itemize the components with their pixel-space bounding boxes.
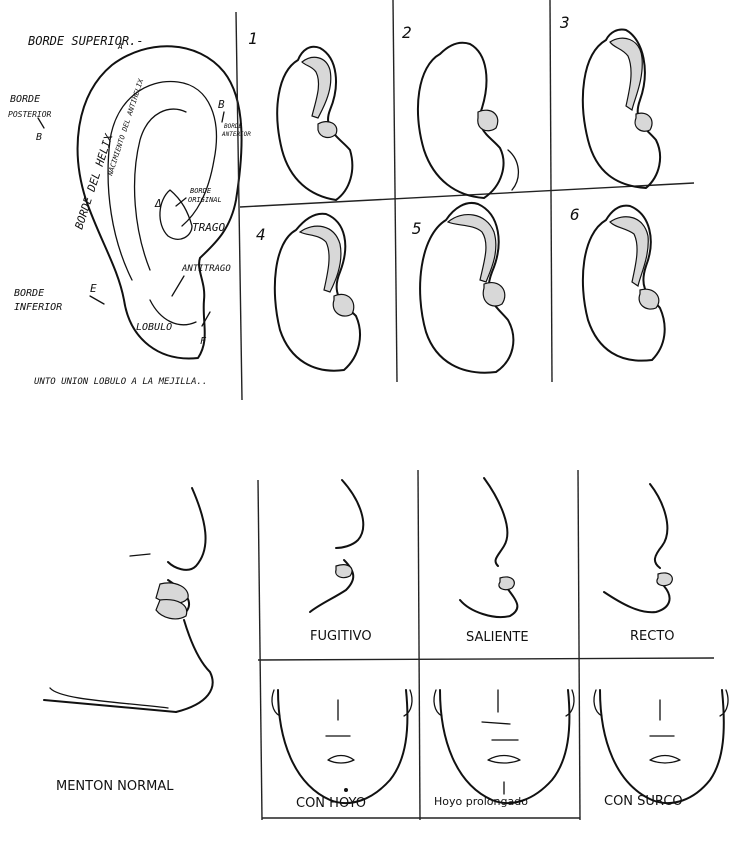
chin-variants-grid [258, 470, 714, 820]
annotation-leaders [38, 112, 224, 326]
ear-variant-1-number: 1 [248, 29, 258, 48]
label-hoyo-prolongado: Hoyo prolongado [434, 795, 528, 808]
label-borde-superior: BORDE SUPERIOR.- [28, 34, 144, 48]
label-recto: RECTO [630, 629, 675, 644]
face-hoyo-prolongado [434, 690, 574, 803]
ear-variant-4-number: 4 [256, 225, 266, 244]
ear-variant-4 [275, 214, 360, 371]
label-borde-inferior-1: BORDE [14, 288, 44, 299]
ear-variant-1 [277, 47, 352, 200]
label-trago: TRAGO [192, 221, 225, 234]
ear-variant-6-number: 6 [570, 205, 580, 224]
ear-variant-3 [583, 29, 660, 188]
label-borde-original-2: ORIGINAL [188, 196, 222, 204]
chin-profile-fugitivo [310, 480, 363, 612]
ear-variant-2 [418, 43, 518, 198]
label-f: F [200, 336, 207, 347]
label-fugitivo: FUGITIVO [310, 629, 372, 644]
label-con-hoyo: CON HOYO [296, 796, 366, 811]
label-b-right: B [218, 98, 225, 111]
label-borde-anterior-2: ANTERIOR [221, 131, 251, 138]
chin-profile-main [44, 488, 213, 712]
chin-profile-saliente [460, 478, 517, 617]
label-borde-original-1: BORDE [190, 187, 212, 195]
label-nacimiento-antihelix: NACIMIENTO DEL ANTIHELIX [106, 77, 145, 177]
ear-variant-6 [583, 206, 665, 361]
antihelix-line [135, 109, 186, 270]
label-borde-del-helix: BORDE DEL HELIX [72, 131, 115, 231]
label-borde-anterior-1: BORDE [224, 123, 242, 130]
label-menton-normal: MENTON NORMAL [56, 779, 174, 794]
face-con-hoyo [272, 690, 412, 803]
ear-variant-2-number: 2 [402, 23, 412, 42]
label-borde-posterior-1: BORDE [10, 94, 40, 105]
face-con-surco [594, 690, 728, 803]
ear-variant-5-number: 5 [412, 219, 422, 238]
label-saliente: SALIENTE [466, 630, 529, 645]
label-a: A [117, 42, 123, 51]
ear-variant-5 [420, 203, 513, 373]
label-con-surco: CON SURCO [604, 794, 683, 809]
label-borde-inferior-2: INFERIOR [14, 302, 62, 313]
label-antitrago: ANTITRAGO [181, 264, 231, 274]
chin-profile-recto [604, 484, 672, 612]
label-e: E [90, 282, 97, 295]
label-b-left: B [36, 132, 42, 143]
label-delta: Δ [154, 197, 162, 210]
label-borde-posterior-2: POSTERIOR [8, 110, 52, 119]
ear-variant-3-number: 3 [559, 13, 570, 32]
label-punto-union: UNTO UNION LOBULO A LA MEJILLA.. [34, 377, 207, 387]
label-lobulo: LOBULO [136, 322, 172, 333]
